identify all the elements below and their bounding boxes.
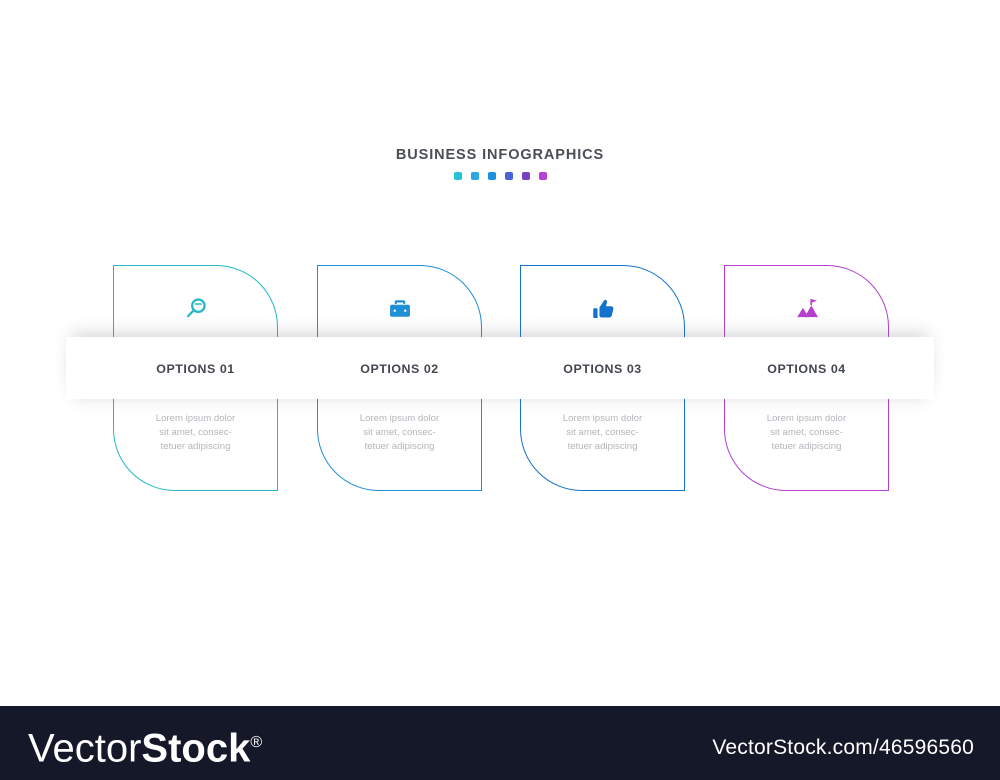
description-line: sit amet, consec- bbox=[770, 426, 843, 438]
description-line: Lorem ipsum dolor bbox=[155, 413, 236, 424]
mountain-flag-icon bbox=[725, 292, 888, 326]
option-card-description-2: Lorem ipsum dolor sit amet, consec-tetuer… bbox=[318, 412, 481, 454]
page-title: BUSINESS INFOGRAPHICS bbox=[395, 147, 605, 163]
color-dot-1 bbox=[453, 171, 462, 180]
thumbs-up-icon bbox=[521, 292, 684, 326]
color-dot-2 bbox=[470, 171, 479, 180]
registered-mark-icon: ® bbox=[250, 734, 263, 751]
description-line: Lorem ipsum dolor bbox=[359, 413, 440, 424]
label-band bbox=[66, 337, 934, 399]
description-line: Lorem ipsum dolor bbox=[562, 413, 643, 424]
description-line: tetuer adipiscing bbox=[364, 440, 435, 452]
option-card-description-1: Lorem ipsum dolor sit amet, consec-tetuer… bbox=[114, 412, 277, 454]
color-dot-row bbox=[0, 171, 1000, 180]
color-dot-5 bbox=[521, 171, 530, 180]
description-line: sit amet, consec- bbox=[159, 426, 232, 438]
logo-bold-part: Stock bbox=[141, 726, 251, 771]
watermark-url: VectorStock.com/46596560 bbox=[712, 736, 974, 759]
description-line: sit amet, consec- bbox=[566, 426, 639, 438]
description-line: Lorem ipsum dolor bbox=[766, 413, 847, 424]
description-line: sit amet, consec- bbox=[363, 426, 436, 438]
vectorstock-logo: VectorStock® bbox=[28, 722, 262, 769]
logo-light-part: Vector bbox=[28, 726, 142, 771]
color-dot-4 bbox=[504, 171, 513, 180]
option-card-description-4: Lorem ipsum dolor sit amet, consec-tetuer… bbox=[725, 412, 888, 454]
watermark-footer: VectorStock® VectorStock.com/46596560 bbox=[0, 706, 1000, 780]
description-line: tetuer adipiscing bbox=[567, 440, 638, 452]
briefcase-icon bbox=[318, 292, 481, 326]
color-dot-3 bbox=[487, 171, 496, 180]
description-line: tetuer adipiscing bbox=[771, 440, 842, 452]
option-card-description-3: Lorem ipsum dolor sit amet, consec-tetuer… bbox=[521, 412, 684, 454]
magnifier-icon bbox=[114, 292, 277, 326]
description-line: tetuer adipiscing bbox=[160, 440, 231, 452]
header: BUSINESS INFOGRAPHICS bbox=[0, 148, 1000, 180]
color-dot-6 bbox=[538, 171, 547, 180]
